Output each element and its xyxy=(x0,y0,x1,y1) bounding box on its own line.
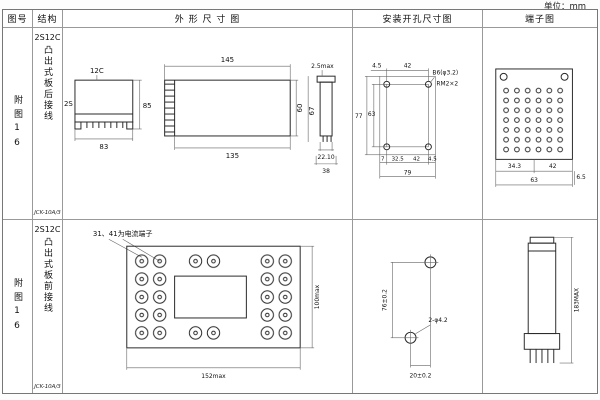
mounting-cell-row2: 76±0.2 2-φ4.2 20±0.2 xyxy=(353,220,483,393)
dim-83-label: 83 xyxy=(99,143,108,151)
header-structure: 结构 xyxy=(33,10,63,28)
dim-76-label: 76±0.2 xyxy=(382,289,389,311)
outline-cell-row2: 31、41为电流端子 xyxy=(63,220,353,393)
dim-42-top-label: 42 xyxy=(404,62,412,69)
dim-67-label: 67 xyxy=(308,107,316,116)
dim-lines-case xyxy=(74,79,142,141)
model-code-row1: JCK-10A/3 xyxy=(34,210,61,216)
dim-135-label: 135 xyxy=(226,152,239,160)
fig-number-row2: 附图16 xyxy=(12,277,22,336)
relay-side-profile xyxy=(314,70,339,165)
hole-spec-label: B6(φ3.2) xyxy=(432,69,458,76)
spec-table: 图号 结构 外 形 尺 寸 图 安装开孔尺寸图 端子图 附图16 2S12C 凸… xyxy=(2,9,598,394)
terminal-cell-row1: 34.3 42 63 6.5 xyxy=(483,28,597,220)
dim-152max-label: 152max xyxy=(201,373,226,380)
front-wiring-view xyxy=(126,245,301,349)
structure-desc-row2: 凸出式板前接线 xyxy=(42,237,52,314)
dim-34p3-label: 34.3 xyxy=(508,164,521,170)
dim-b1-label: 7 xyxy=(381,157,384,163)
dim-145-label: 145 xyxy=(221,56,234,64)
dim-20-label: 20±0.2 xyxy=(409,372,431,379)
dim-42-label: 42 xyxy=(549,164,557,170)
outline-cell-row1: 12C 2S 85 83 xyxy=(63,28,353,220)
dim-85-label: 85 xyxy=(143,102,152,110)
model-label-row2: 2S12C xyxy=(34,225,61,234)
relay-front-view xyxy=(164,79,291,137)
case-side-label: 2S xyxy=(64,100,73,108)
current-terminal-note: 31、41为电流端子 xyxy=(93,229,153,238)
header-mounting: 安装开孔尺寸图 xyxy=(353,10,483,28)
dim-panel-label: 2.5max xyxy=(311,63,334,70)
dim-side1-label: 22.10 xyxy=(318,154,335,161)
dim-100max-label: 100max xyxy=(314,284,321,309)
dim-b3-label: 42 xyxy=(413,157,420,163)
dim-b4-label: 4.5 xyxy=(428,157,437,163)
model-label-row1: 2S12C xyxy=(34,33,61,42)
front-wiring-dim-lines xyxy=(126,245,315,370)
unit-label: 单位：mm xyxy=(543,2,586,12)
outline-drawing-row1: 12C 2S 85 83 xyxy=(64,56,339,175)
dim-b2-label: 32.5 xyxy=(392,157,404,163)
header-terminal: 端子图 xyxy=(483,10,597,28)
relay-side-silhouette xyxy=(523,236,561,364)
terminal-cell-row2: 183MAX xyxy=(483,220,597,393)
structure-desc-row1: 凸出式板后接线 xyxy=(42,45,52,122)
dim-77-label: 77 xyxy=(355,113,363,120)
fig-cell-row1: 附图16 xyxy=(3,28,33,220)
screw-spec-label: RM2×2 xyxy=(436,80,458,87)
mounting-dim-lines-row2 xyxy=(390,262,431,368)
mounting-cell-row1: 4.5 42 B6(φ3.2) RM2×2 77 63 7 32.5 42 4.… xyxy=(353,28,483,220)
case-model-label: 12C xyxy=(90,67,104,75)
height-dim-lines xyxy=(553,236,574,364)
header-outline: 外 形 尺 寸 图 xyxy=(63,10,353,28)
terminal-dim-lines xyxy=(495,159,575,187)
dim-63-total-label: 63 xyxy=(530,178,538,184)
mounting-hole-pattern xyxy=(379,76,436,156)
mounting-dim-lines xyxy=(364,68,436,179)
terminal-drawing-row1: 34.3 42 63 6.5 xyxy=(495,68,586,187)
hole-spec-label-row2: 2-φ4.2 xyxy=(428,317,448,324)
structure-cell-row1: 2S12C 凸出式板后接线 JCK-10A/3 xyxy=(33,28,63,220)
terminal-drawing-row2: 183MAX xyxy=(523,236,580,364)
dim-6p5-label: 6.5 xyxy=(576,175,586,181)
fig-cell-row2: 附图16 xyxy=(3,220,33,393)
outline-drawing-row2: 31、41为电流端子 xyxy=(93,229,321,380)
model-code-row2: JCK-10A/3 xyxy=(34,384,61,390)
dim-4p5-top-label: 4.5 xyxy=(372,62,382,69)
relay-case-view xyxy=(74,75,134,130)
structure-cell-row2: 2S12C 凸出式板前接线 JCK-10A/3 xyxy=(33,220,63,393)
mounting-drawing-row2: 76±0.2 2-φ4.2 20±0.2 xyxy=(382,254,448,379)
dim-lines-front xyxy=(164,64,309,150)
mounting-drawing-row1: 4.5 42 B6(φ3.2) RM2×2 77 63 7 32.5 42 4.… xyxy=(355,62,458,179)
dim-79-label: 79 xyxy=(404,170,412,177)
dim-side2-label: 38 xyxy=(322,168,330,175)
header-fig-no: 图号 xyxy=(3,10,33,28)
dim-60-label: 60 xyxy=(296,104,304,113)
fig-number-row1: 附图16 xyxy=(12,94,22,153)
dim-183max-label: 183MAX xyxy=(574,288,580,312)
mounting-holes xyxy=(402,254,439,346)
terminal-block-grid xyxy=(495,68,573,160)
dim-63-label: 63 xyxy=(368,111,376,118)
